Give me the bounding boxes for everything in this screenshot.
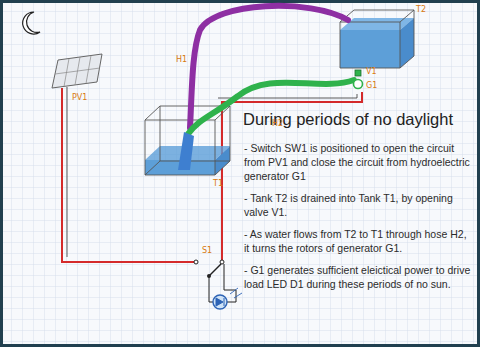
solar-panel — [52, 54, 102, 88]
diode-mark — [216, 298, 224, 306]
generator-symbol — [354, 80, 363, 89]
part-label: H1 — [176, 56, 187, 64]
part-label: V1 — [366, 68, 377, 76]
moon-symbol — [23, 12, 40, 34]
wire — [67, 87, 68, 257]
tank-outline — [340, 10, 414, 68]
part-label: H2 — [272, 120, 283, 128]
valve-symbol — [355, 70, 361, 76]
part-label: PV1 — [72, 94, 87, 102]
note-text: - G1 generates sufficient eleictical pow… — [244, 263, 472, 291]
tank — [340, 10, 414, 68]
part-label: S1 — [202, 247, 212, 255]
switch-contact — [220, 260, 224, 264]
panel-outline — [52, 54, 102, 88]
tank-outline — [145, 106, 230, 175]
part-label: G1 — [366, 82, 377, 90]
water — [340, 30, 400, 68]
led-body — [213, 295, 227, 309]
switch-contact — [194, 260, 198, 264]
panel-cells — [55, 56, 100, 87]
water-stream — [178, 132, 194, 170]
part-label: T2 — [416, 6, 426, 14]
light-rays — [230, 288, 242, 298]
note-text: - As water flows from T2 to T1 through h… — [244, 227, 472, 255]
wire — [224, 264, 236, 302]
switch-symbol — [194, 260, 224, 278]
switch-lever — [209, 264, 221, 276]
water — [400, 18, 414, 68]
water — [215, 146, 230, 175]
text-panel: - Switch SW1 is positioned to open the c… — [244, 141, 472, 299]
note-text: - Switch SW1 is positioned to open the c… — [244, 141, 472, 183]
led-symbol — [213, 288, 242, 309]
wire — [209, 276, 213, 302]
tank — [145, 106, 230, 175]
part-label: T1 — [213, 180, 223, 188]
note-text: - Tank T2 is drained into Tank T1, by op… — [244, 191, 472, 219]
